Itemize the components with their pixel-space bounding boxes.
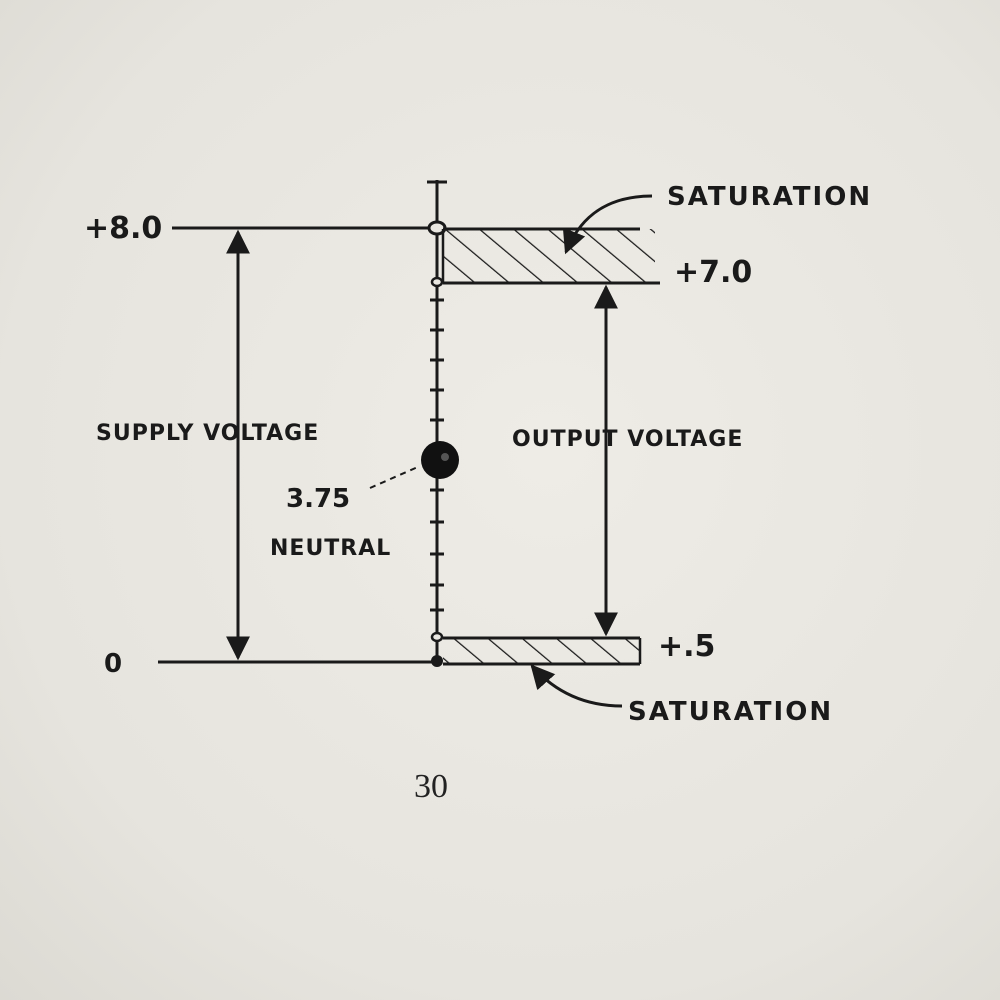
saturation-bottom-label: SATURATION — [628, 697, 833, 727]
output-bottom-label: +.5 — [658, 629, 715, 664]
neutral-point-highlight — [441, 453, 449, 461]
bottom-supply-node — [431, 655, 443, 667]
neutral-point — [421, 441, 459, 479]
bottom-output-node — [430, 631, 444, 643]
top-output-node — [430, 276, 444, 288]
saturation-bottom-band — [443, 638, 640, 664]
neutral-value-label: 3.75 — [286, 484, 350, 514]
scale-ticks — [430, 298, 444, 612]
neutral-leader — [369, 465, 421, 489]
saturation-top-pointer — [562, 194, 653, 255]
supply-bottom-label: 0 — [104, 649, 122, 679]
supply-voltage-label: SUPPLY VOLTAGE — [96, 421, 319, 446]
saturation-bottom-pointer — [530, 664, 623, 708]
saturation-top-label: SATURATION — [667, 182, 872, 212]
supply-top-label: +8.0 — [84, 211, 162, 246]
neutral-label: NEUTRAL — [270, 536, 391, 561]
output-top-label: +7.0 — [674, 255, 752, 290]
page-number: 30 — [414, 768, 448, 805]
saturation-top-band — [443, 229, 655, 282]
output-voltage-label: OUTPUT VOLTAGE — [512, 427, 743, 452]
